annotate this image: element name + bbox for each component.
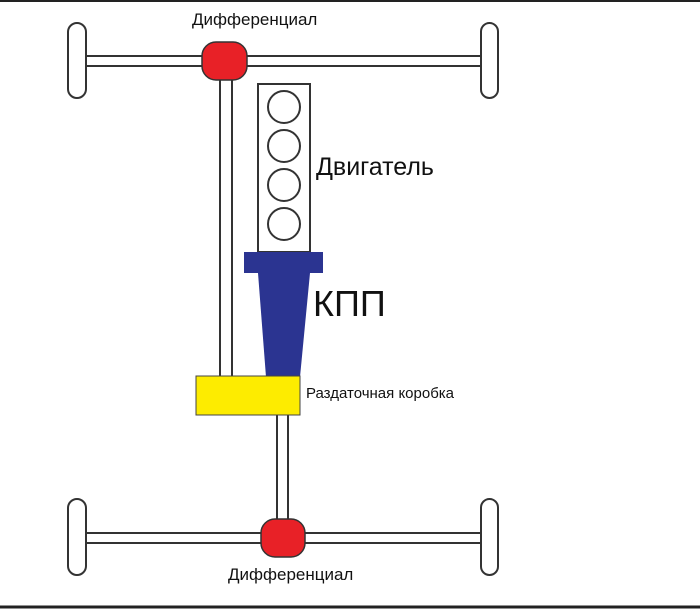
transfer-case-label: Раздаточная коробка	[306, 385, 455, 402]
rear-left-wheel	[67, 498, 87, 576]
engine-cylinder	[267, 207, 301, 241]
gearbox-flange	[244, 252, 323, 273]
rear-differential-label: Дифференциал	[228, 565, 354, 584]
front-driveshaft	[219, 78, 233, 378]
rear-right-wheel	[480, 498, 499, 576]
gearbox-body	[258, 273, 310, 377]
front-axle	[85, 55, 483, 67]
engine-cylinder	[267, 168, 301, 202]
gearbox-label: КПП	[313, 283, 386, 324]
front-differential-label: Дифференциал	[192, 10, 318, 29]
transfer-case	[195, 375, 301, 416]
front-right-wheel	[480, 22, 499, 99]
rear-driveshaft	[276, 413, 289, 523]
engine-label: Двигатель	[316, 153, 434, 181]
engine-cylinder	[267, 129, 301, 163]
rear-differential	[260, 518, 306, 558]
front-left-wheel	[67, 22, 87, 99]
engine-cylinder	[267, 90, 301, 124]
front-differential	[201, 41, 248, 81]
